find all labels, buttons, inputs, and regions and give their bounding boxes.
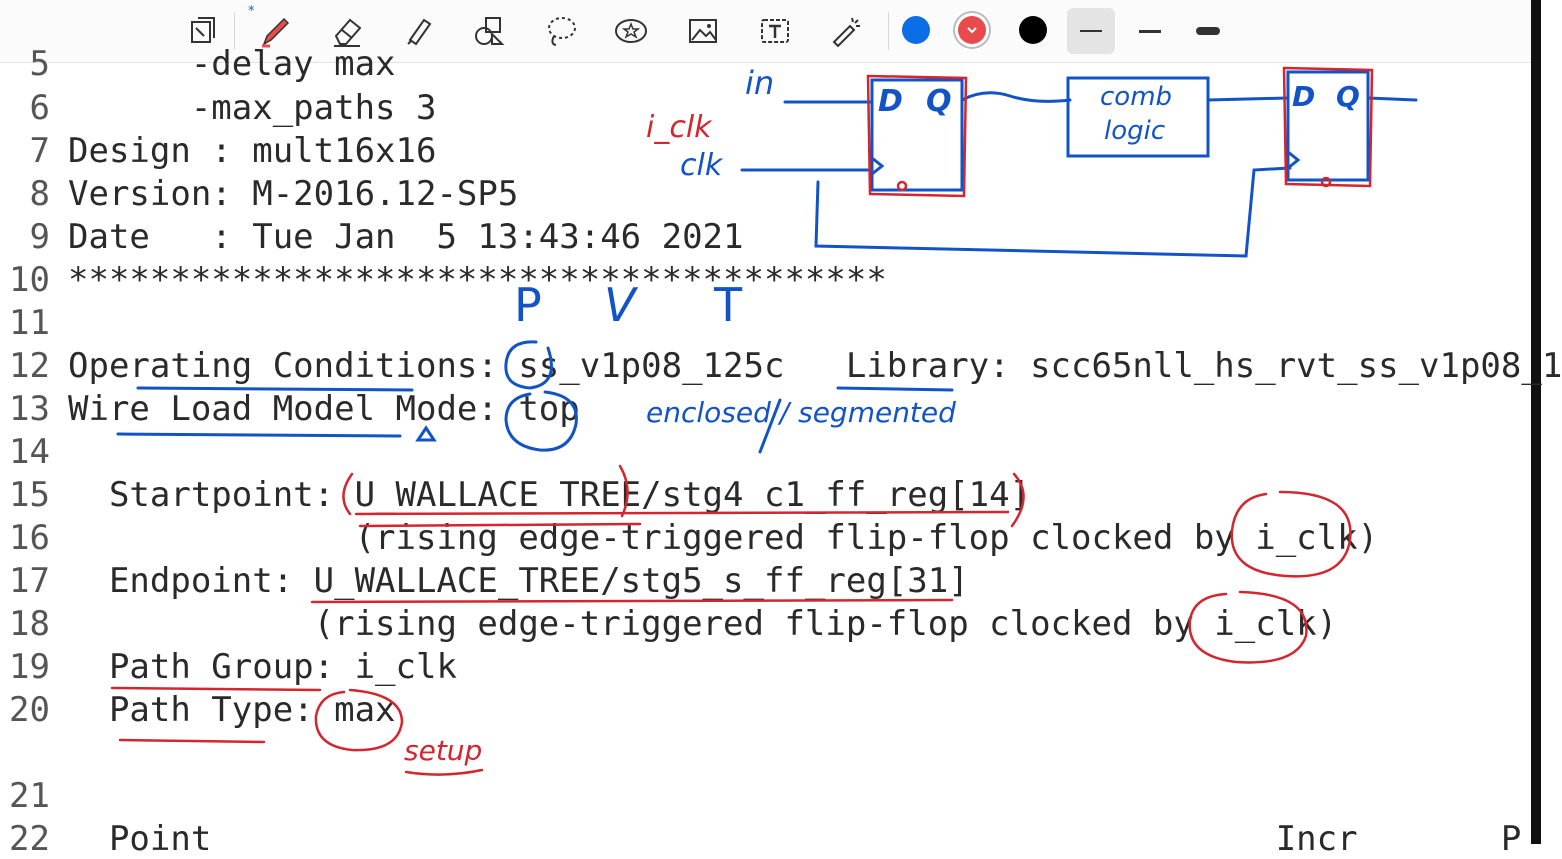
laser-pointer-icon[interactable] [822, 8, 868, 54]
caret-mark [415, 425, 437, 442]
report-line-text: **************************************** [68, 260, 887, 300]
iclk-label: i_clk [646, 110, 712, 145]
lasso-select-icon[interactable] [180, 8, 226, 54]
toolbar-separator [234, 12, 235, 50]
line-number: 10 [9, 260, 50, 300]
pvt-p: P [514, 278, 542, 332]
line-number: 7 [29, 131, 50, 171]
report-line-text: Point Incr P [68, 819, 1522, 859]
pvt-v: V [604, 278, 636, 332]
color-swatch-red-selected[interactable] [958, 16, 986, 44]
line-number: 19 [9, 647, 50, 687]
rising-underline-1 [358, 522, 642, 528]
comb-logic-line2: logic [1104, 116, 1166, 146]
image-icon[interactable] [680, 8, 726, 54]
report-line-text: Date : Tue Jan 5 13:43:46 2021 [68, 217, 744, 257]
startpoint-underline [354, 510, 1010, 516]
line-number: 12 [9, 346, 50, 386]
stroke-thick-button[interactable] [1184, 8, 1232, 54]
ff1-q-wire [960, 91, 1072, 103]
line-number: 18 [9, 604, 50, 644]
sticker-icon[interactable] [608, 8, 654, 54]
startpoint-bracket [342, 472, 354, 516]
line-number: 17 [9, 561, 50, 601]
toolbar-separator [888, 12, 889, 50]
text-box-icon[interactable] [752, 8, 798, 54]
line-number: 22 [9, 819, 50, 859]
path-group-underline [110, 686, 322, 692]
color-swatch-black[interactable] [1019, 16, 1047, 44]
report-line-text: Path Group: i_clk [68, 647, 457, 687]
line-number: 21 [9, 776, 50, 816]
ss-circle [504, 340, 553, 390]
bluetooth-icon: * [248, 4, 255, 19]
lasso-icon[interactable] [538, 8, 584, 54]
wire-load-note: enclosed / segmented [646, 396, 956, 429]
startpoint-end-bracket [1010, 472, 1025, 528]
highlighter-icon[interactable] [396, 8, 442, 54]
setup-underline [404, 768, 484, 776]
eraser-icon[interactable] [324, 8, 370, 54]
report-line-text: Version: M-2016.12-SP5 [68, 174, 519, 214]
pvt-t: T [714, 278, 743, 332]
ink-annotations [110, 66, 1418, 776]
clock-loop-wire [814, 166, 1292, 258]
wire-load-underline [116, 432, 402, 438]
ff2-clock-notch [1286, 150, 1301, 170]
color-swatch-blue[interactable] [902, 16, 930, 44]
input-label: in [745, 64, 775, 102]
shapes-icon[interactable] [466, 8, 512, 54]
report-line-text: Design : mult16x16 [68, 131, 437, 171]
library-underline [836, 386, 954, 392]
path-type-underline [118, 738, 266, 744]
comb-logic-box [1066, 76, 1210, 158]
iclk-circle-1 [1230, 490, 1352, 578]
ff2-d-label: D [1292, 80, 1316, 113]
line-number: 6 [29, 88, 50, 128]
report-line-text: -delay max [68, 44, 396, 84]
line-number: 13 [9, 389, 50, 429]
iclk-circle-2 [1188, 590, 1308, 664]
ff1-red-box [866, 74, 968, 198]
line-number: 8 [29, 174, 50, 214]
ff1-clock-notch [870, 156, 885, 176]
report-line-text: -max_paths 3 [68, 88, 437, 128]
line-number: 5 [29, 44, 50, 84]
ff2-q-label: Q [1336, 80, 1360, 113]
comb-logic-line1: comb [1100, 82, 1173, 112]
line-number: 15 [9, 475, 50, 515]
max-circle [314, 688, 404, 752]
conditions-underline [136, 386, 414, 392]
stroke-medium-button[interactable] [1126, 8, 1174, 54]
comb-out-wire [1206, 96, 1290, 102]
annotation-toolbar: * [0, 0, 1531, 63]
line-number: 11 [9, 303, 50, 343]
ff2-box [1286, 70, 1370, 182]
report-line-text: Operating Conditions: ss_v1p08_125c Libr… [68, 346, 1562, 386]
ff2-q-wire [1366, 96, 1418, 102]
top-circle [504, 390, 578, 452]
ff1-q-label: Q [926, 84, 952, 119]
endpoint-underline [310, 598, 954, 604]
pen-icon[interactable] [252, 8, 298, 54]
report-line-text: Path Type: max [68, 690, 396, 730]
report-line-text: Wire Load Model Mode: top [68, 389, 580, 429]
clk-label: clk [680, 148, 723, 183]
line-number: 16 [9, 518, 50, 558]
ff1-d-label: D [878, 84, 903, 119]
setup-note: setup [404, 734, 483, 767]
report-line-text: Endpoint: U_WALLACE_TREE/stg5_s_ff_reg[3… [68, 561, 969, 601]
ff1-box [870, 78, 964, 192]
report-line-text: (rising edge-triggered flip-flop clocked… [68, 604, 1338, 644]
line-number: 20 [9, 690, 50, 730]
startpoint-slash-bracket [618, 464, 629, 518]
line-number: 9 [29, 217, 50, 257]
wire-load-slash [758, 398, 782, 454]
report-line-text: Startpoint: U_WALLACE_TREE/stg4_c1_ff_re… [68, 475, 1031, 515]
window-edge [1531, 0, 1541, 844]
line-number: 14 [9, 432, 50, 472]
ff2-red-box [1282, 66, 1374, 188]
timing-report-document: 5 -delay max 6 -max_paths 3 7 Design : mult… [0, 44, 1562, 859]
stroke-thin-button[interactable] [1067, 8, 1115, 54]
